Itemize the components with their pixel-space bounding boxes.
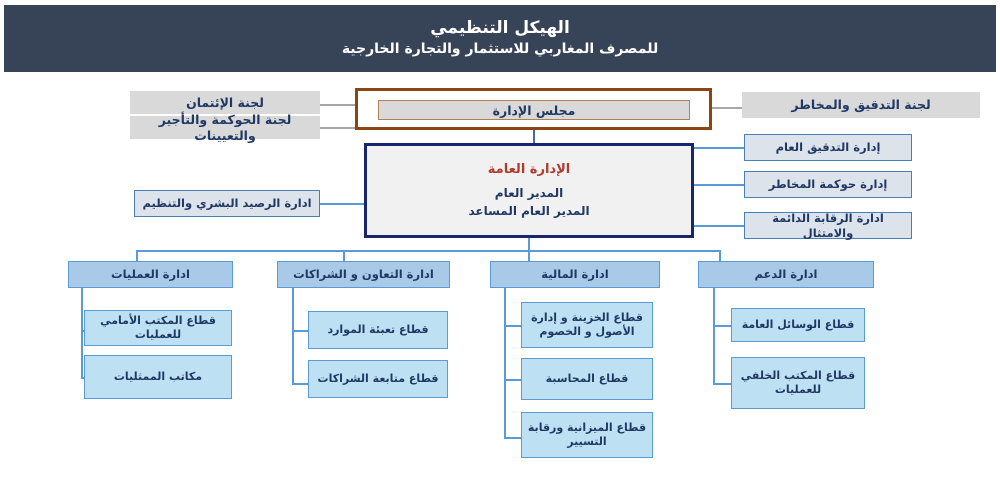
connector-gm-drop [528, 238, 530, 250]
dept-label: إدارة حوكمة المخاطر [768, 177, 888, 192]
dept-box-general-audit[interactable]: إدارة التدقيق العام [744, 134, 912, 161]
sector-box-accounting[interactable]: قطاع المحاسبة [521, 358, 653, 400]
sector-box-representative-offices[interactable]: مكاتب الممثليات [84, 355, 232, 399]
connector-gm-to-general-audit [694, 147, 744, 149]
connector-committee-governance [320, 127, 358, 129]
committee-label: لجنة الإئتمان [186, 94, 264, 110]
sector-label: قطاع الميزانية ورقابة التسيير [527, 421, 647, 448]
page-title: الهيكل التنظيمي [430, 18, 570, 39]
page-header-banner: الهيكل التنظيمي للمصرف المغاربي للاستثما… [4, 5, 996, 72]
connector-drop-finance [528, 250, 530, 262]
board-label: مجلس الإدارة [492, 102, 576, 118]
connector-finance-spine [504, 288, 506, 438]
connector-drop-operations [136, 250, 138, 262]
sector-box-front-office-operations[interactable]: قطاع المكتب الأمامي للعمليات [84, 310, 232, 346]
connector-finance-sector-2 [504, 379, 521, 381]
connector-cooperation-sector-1 [292, 330, 308, 332]
connector-finance-sector-3 [504, 437, 521, 439]
connector-gm-to-risk-governance [694, 184, 744, 186]
connector-cooperation-sector-2 [292, 383, 308, 385]
connector-finance-sector-1 [504, 325, 521, 327]
dept-box-risk-governance[interactable]: إدارة حوكمة المخاطر [744, 171, 912, 198]
connector-committee-audit [712, 107, 742, 109]
sector-box-general-resources[interactable]: قطاع الوسائل العامة [731, 308, 865, 342]
sector-label: مكاتب الممثليات [113, 370, 203, 384]
connector-gm-to-permanent-control [694, 225, 744, 227]
sector-label: قطاع متابعة الشراكات [317, 372, 439, 386]
connector-division-bus [136, 250, 720, 252]
connector-cooperation-spine [292, 288, 294, 384]
division-box-cooperation-partnerships[interactable]: ادارة التعاون و الشراكات [277, 261, 450, 288]
sector-box-back-office-operations[interactable]: قطاع المكتب الخلفي للعمليات [731, 357, 865, 409]
division-box-operations[interactable]: ادارة العمليات [68, 261, 233, 288]
connector-drop-cooperation [343, 250, 345, 262]
committee-box-credit[interactable]: لجنة الإئتمان [130, 91, 320, 114]
division-label: ادارة الدعم [754, 267, 818, 282]
board-of-directors-box[interactable]: مجلس الإدارة [378, 100, 690, 120]
gm-title: الإدارة العامة [487, 162, 571, 178]
sector-label: قطاع المكتب الخلفي للعمليات [740, 369, 856, 396]
dept-label: ادارة الرقابة الدائمة والامتثال [772, 211, 884, 240]
sector-label: قطاع الخزينة و إدارة الأصول و الخصوم [531, 311, 643, 338]
general-management-box[interactable]: الإدارة العامة المدير العام المدير العام… [364, 143, 694, 238]
committee-label: لجنة التدقيق والمخاطر [791, 97, 931, 113]
division-label: ادارة العمليات [111, 267, 190, 282]
dept-box-permanent-control-compliance[interactable]: ادارة الرقابة الدائمة والامتثال [744, 211, 912, 240]
dept-label: إدارة التدقيق العام [775, 140, 881, 155]
division-label: ادارة المالية [541, 267, 609, 282]
connector-support-sector-1 [713, 325, 731, 327]
division-box-finance[interactable]: ادارة المالية [490, 261, 660, 288]
sector-box-treasury-alm[interactable]: قطاع الخزينة و إدارة الأصول و الخصوم [521, 302, 653, 348]
committee-box-governance[interactable]: لجنة الحوكمة والتأجير والتعيينات [130, 112, 320, 143]
connector-drop-support [719, 250, 721, 262]
sector-label: قطاع المحاسبة [545, 372, 629, 386]
connector-committee-credit [320, 104, 358, 106]
page-subtitle: للمصرف المغاربي للاستثمار والتجارة الخار… [341, 41, 659, 58]
sector-label: قطاع تعبئة الموارد [327, 323, 429, 337]
committee-label: لجنة الحوكمة والتأجير والتعيينات [158, 111, 292, 143]
dept-box-human-resources-organization[interactable]: ادارة الرصيد البشري والتنظيم [134, 190, 320, 217]
connector-gm-to-hr [320, 203, 364, 205]
connector-support-spine [713, 288, 715, 384]
sector-label: قطاع الوسائل العامة [741, 318, 855, 332]
connector-board-to-gm [533, 130, 535, 143]
gm-role-director-general: المدير العام [494, 186, 564, 201]
connector-support-sector-2 [713, 383, 731, 385]
sector-box-resource-mobilization[interactable]: قطاع تعبئة الموارد [308, 311, 448, 349]
division-box-support[interactable]: ادارة الدعم [698, 261, 874, 288]
connector-operations-spine [81, 288, 83, 378]
division-label: ادارة التعاون و الشراكات [293, 267, 434, 282]
sector-box-partnership-monitoring[interactable]: قطاع متابعة الشراكات [308, 360, 448, 398]
sector-box-budget-management-control[interactable]: قطاع الميزانية ورقابة التسيير [521, 412, 653, 458]
committee-box-audit-risk[interactable]: لجنة التدقيق والمخاطر [742, 92, 980, 118]
dept-label: ادارة الرصيد البشري والتنظيم [142, 196, 312, 211]
gm-role-assistant-director-general: المدير العام المساعد [468, 203, 590, 218]
sector-label: قطاع المكتب الأمامي للعمليات [100, 314, 216, 341]
